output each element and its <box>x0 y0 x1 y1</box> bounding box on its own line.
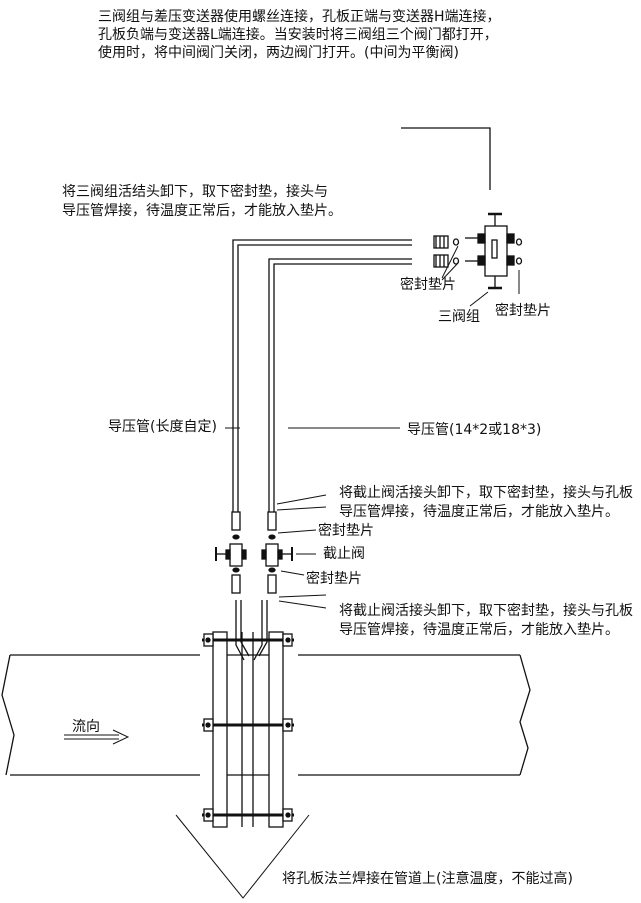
note-line: 三阀组与差压变送器使用螺丝连接，孔板正端与变送器H端连接， <box>98 9 501 25</box>
three-valve-manifold <box>465 212 523 290</box>
note-line: 将截止阀活接头卸下，取下密封垫，接头与孔板 <box>339 485 633 501</box>
flange-bolt-top <box>202 633 294 647</box>
stop-valve-right <box>261 543 293 567</box>
label-seal-gasket-manifold-right: 密封垫片 <box>495 303 551 319</box>
stop-valve-weld-note-lower: 将截止阀活接头卸下，取下密封垫，接头与孔板 导压管焊接，待温度正常后，才能放入垫… <box>339 602 633 640</box>
note-line: 使用时，将中间阀门关闭，两边阀门打开。(中间为平衡阀) <box>98 45 459 61</box>
label-seal-gasket-lower: 密封垫片 <box>306 571 362 587</box>
note-line: 导压管焊接，待温度正常后，才能放入垫片。 <box>339 622 619 638</box>
label-flow-direction: 流向 <box>72 719 100 735</box>
valve-group-weld-note: 将三阀组活结头卸下，取下密封垫，接头与 导压管焊接，待温度正常后，才能放入垫片。 <box>62 183 342 221</box>
label-three-valve-group: 三阀组 <box>438 309 480 325</box>
label-impulse-pipe-length: 导压管(长度自定) <box>108 419 217 435</box>
leader-lines <box>175 245 520 899</box>
stop-valve-lower-unions <box>231 567 277 594</box>
flange-bolt-bottom <box>202 808 294 822</box>
orifice-tap-pipes <box>235 600 268 661</box>
label-seal-gasket-manifold-left: 密封垫片 <box>400 277 456 293</box>
flow-arrow <box>64 729 130 745</box>
transmitter-leader-line <box>401 127 491 190</box>
impulse-pipe-right <box>268 258 412 512</box>
manifold-fittings <box>433 235 460 268</box>
note-line: 将三阀组活结头卸下，取下密封垫，接头与 <box>62 184 328 200</box>
label-stop-valve: 截止阀 <box>323 546 365 562</box>
flange-bolt-middle <box>202 718 294 732</box>
stop-valve-upper-unions <box>231 511 277 540</box>
impulse-pipe-left <box>232 239 412 512</box>
label-impulse-pipe-spec: 导压管(14*2或18*3) <box>407 422 542 438</box>
flange-weld-note: 将孔板法兰焊接在管道上(注意温度，不能过高) <box>282 871 573 887</box>
process-pipe <box>1 654 531 776</box>
note-line: 孔板负端与变送器L端连接。当安装时将三阀组三个阀门都打开， <box>98 27 498 43</box>
stop-valve-left <box>215 543 247 567</box>
orifice-flange-assembly <box>202 631 294 828</box>
installation-note-top: 三阀组与差压变送器使用螺丝连接，孔板正端与变送器H端连接， 孔板负端与变送器L端… <box>98 8 501 62</box>
note-line: 导压管焊接，待温度正常后，才能放入垫片。 <box>339 504 619 520</box>
note-line: 将截止阀活接头卸下，取下密封垫，接头与孔板 <box>339 603 633 619</box>
note-line: 导压管焊接，待温度正常后，才能放入垫片。 <box>62 203 342 219</box>
label-seal-gasket-upper: 密封垫片 <box>318 523 374 539</box>
stop-valve-weld-note-upper: 将截止阀活接头卸下，取下密封垫，接头与孔板 导压管焊接，待温度正常后，才能放入垫… <box>339 484 633 522</box>
